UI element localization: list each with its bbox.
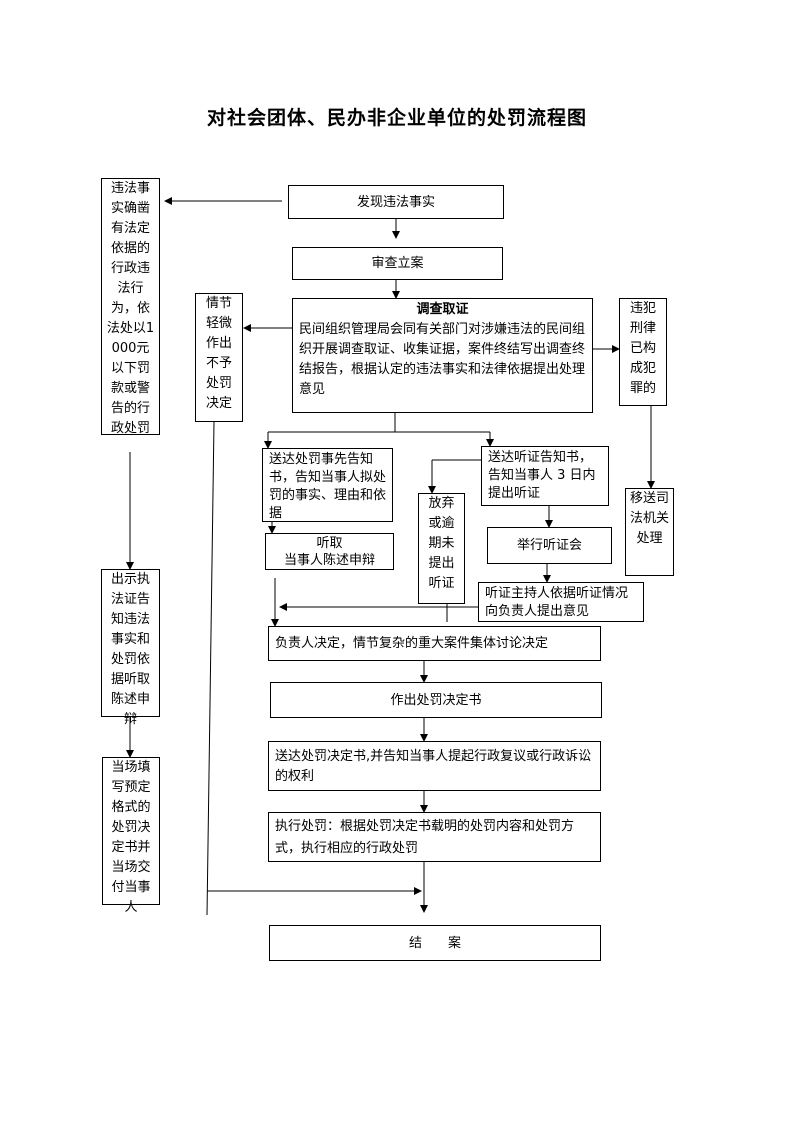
notify-hearing-label: 送达听证告知书，告知当事人 3 日内提出听证 [488,450,596,501]
discover-violation-node: 发现违法事实 [288,185,504,219]
investigate-body: 民间组织管理局会同有关部门对涉嫌违法的民间组织开展调查取证、收集证据，案件终结写… [299,322,586,397]
fill-form-label: 当场填写预定格式的处罚决定书并当场交付当事人 [111,760,151,915]
page-title: 对社会团体、民办非企业单位的处罚流程图 [206,107,587,129]
waive-hearing-label: 放弃或逾期未提出听证 [428,496,455,591]
minor-case-node: 情节轻微作出不予处罚决定 [195,293,243,422]
decision-label: 负责人决定，情节复杂的重大案件集体讨论决定 [275,636,549,651]
crime-label: 违犯刑律已构成犯罪的 [629,301,656,396]
simple-penalty-node: 违法事实确凿有法定依据的行政违法行为，依法处以1000元以下罚款或警告的行政处罚 [101,178,160,436]
hear-statement-node: 听取 当事人陈述申辩 [265,533,394,570]
crime-node: 违犯刑律已构成犯罪的 [619,298,667,406]
review-case-label: 审查立案 [371,256,424,271]
deliver-decision-node: 送达处罚决定书,并告知当事人提起行政复议或行政诉讼的权利 [268,741,601,791]
transfer-judicial-node: 移送司法机关处理 [625,488,674,576]
transfer-judicial-label: 移送司法机关处理 [630,491,670,546]
deliver-decision-label: 送达处罚决定书,并告知当事人提起行政复议或行政诉讼的权利 [275,749,592,784]
close-case-node: 结 案 [269,925,601,961]
show-certificate-node: 出示执法证告知违法事实和处罚依据听取陈述申辩 [101,569,160,727]
hold-hearing-label: 举行听证会 [516,538,582,553]
notify-prior-node: 送达处罚事先告知书，告知当事人拟处罚的事实、理由和依据 [262,448,393,522]
execute-penalty-node: 执行处罚：根据处罚决定书载明的处罚内容和处罚方式，执行相应的行政处罚 [268,812,601,862]
hearing-report-node: 听证主持人依据听证情况向负责人提出意见 [478,582,644,622]
simple-penalty-label: 违法事实确凿有法定依据的行政违法行为，依法处以1000元以下罚款或警告的行政处罚 [106,181,155,436]
hearing-report-label: 听证主持人依据听证情况向负责人提出意见 [485,586,629,619]
issue-decision-label: 作出处罚决定书 [390,692,482,708]
notify-prior-label: 送达处罚事先告知书，告知当事人拟处罚的事实、理由和依据 [269,452,387,521]
decision-node: 负责人决定，情节复杂的重大案件集体讨论决定 [268,626,601,661]
minor-case-label: 情节轻微作出不予处罚决定 [205,296,232,411]
investigate-title: 调查取证 [416,302,469,317]
hear-statement-label: 听取 当事人陈述申辩 [283,535,375,568]
close-case-label: 结 案 [408,935,461,951]
hold-hearing-node: 举行听证会 [487,527,612,564]
discover-violation-label: 发现违法事实 [356,194,435,210]
investigate-node: 调查取证 民间组织管理局会同有关部门对涉嫌违法的民间组织开展调查取证、收集证据，… [292,298,593,413]
waive-hearing-node: 放弃或逾期未提出听证 [418,493,465,604]
review-case-node: 审查立案 [292,247,503,280]
execute-penalty-label: 执行处罚：根据处罚决定书载明的处罚内容和处罚方式，执行相应的行政处罚 [275,819,575,856]
show-certificate-label: 出示执法证告知违法事实和处罚依据听取陈述申辩 [110,572,150,727]
issue-decision-node: 作出处罚决定书 [270,682,602,718]
notify-hearing-node: 送达听证告知书，告知当事人 3 日内提出听证 [481,446,609,506]
fill-form-node: 当场填写预定格式的处罚决定书并当场交付当事人 [102,757,160,915]
